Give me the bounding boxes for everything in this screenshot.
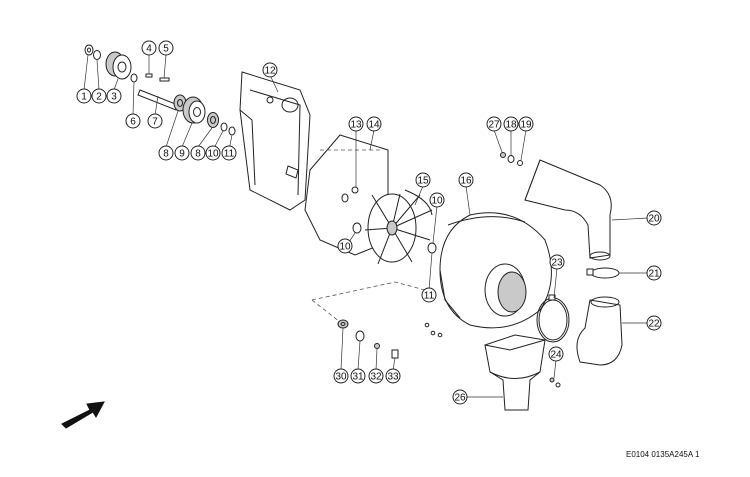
callout-8: 8 [158, 145, 174, 161]
callout-18: 18 [503, 116, 519, 132]
outlet-elbow-lower [576, 296, 623, 366]
callout-label: 8 [163, 149, 169, 160]
callout-26: 26 [452, 389, 468, 405]
callout-label: 9 [179, 149, 185, 160]
inlet-funnel [484, 334, 546, 411]
callout-label: 6 [130, 117, 136, 128]
callout-7: 7 [147, 113, 163, 129]
callout-label: 33 [387, 372, 399, 383]
callout-label: 8 [195, 149, 201, 160]
callout-label: 23 [551, 258, 563, 269]
callout-21: 21 [646, 265, 662, 281]
mounting-bracket [239, 71, 311, 211]
callout-label: 13 [350, 120, 362, 131]
callout-8: 8 [190, 145, 206, 161]
callout-23: 23 [549, 254, 565, 270]
callout-label: 14 [368, 120, 380, 131]
callout-label: 10 [339, 242, 351, 253]
callout-9: 9 [174, 145, 190, 161]
callout-label: 7 [152, 117, 158, 128]
callout-32: 32 [368, 368, 384, 384]
washer-10-right [427, 242, 437, 254]
assembly-line-hardware [311, 299, 341, 323]
callout-label: 10 [207, 149, 219, 160]
ring-clamp [536, 294, 570, 343]
callout-10: 10 [205, 145, 221, 161]
arrow-up-right-icon [61, 401, 105, 429]
callout-14: 14 [366, 116, 382, 132]
callout-5: 5 [158, 40, 174, 56]
callout-30: 30 [333, 368, 349, 384]
hose-clamp [586, 267, 620, 279]
document-code: E0104 0135A245A 1 [626, 450, 700, 459]
callout-label: 30 [335, 372, 347, 383]
callout-label: 12 [264, 66, 276, 77]
callout-33: 33 [385, 368, 401, 384]
callout-31: 31 [350, 368, 366, 384]
callout-3: 3 [106, 88, 122, 104]
callout-11: 11 [221, 145, 237, 161]
callout-label: 24 [550, 350, 562, 361]
impeller [364, 189, 433, 265]
callout-11: 11 [421, 287, 437, 303]
callout-label: 18 [505, 120, 517, 131]
callout-label: 10 [431, 196, 443, 207]
callout-label: 32 [370, 372, 382, 383]
callout-label: 20 [648, 214, 660, 225]
fan-housing [439, 212, 552, 329]
callout-label: 21 [648, 269, 660, 280]
callout-label: 3 [111, 92, 117, 103]
outlet-elbow-upper [524, 159, 612, 261]
callout-12: 12 [262, 62, 278, 78]
callout-10: 10 [337, 238, 353, 254]
callout-27: 27 [486, 116, 502, 132]
back-plate [304, 134, 389, 256]
drive-assembly [84, 44, 236, 136]
callout-label: 16 [460, 176, 472, 187]
callout-13: 13 [348, 116, 364, 132]
callout-10: 10 [429, 192, 445, 208]
housing-hardware [424, 322, 443, 338]
callout-label: 2 [96, 92, 102, 103]
assembly-line-lower [311, 281, 426, 301]
hardware-24 [549, 377, 561, 388]
callout-6: 6 [125, 113, 141, 129]
callout-label: 27 [488, 120, 500, 131]
callout-1: 1 [76, 88, 92, 104]
callout-22: 22 [646, 315, 662, 331]
callout-label: 31 [352, 372, 364, 383]
washer-10-left [352, 222, 362, 234]
callout-label: 22 [648, 319, 660, 330]
callout-4: 4 [141, 40, 157, 56]
callout-label: 15 [417, 176, 429, 187]
callout-label: 11 [424, 291, 435, 302]
callout-label: 4 [146, 44, 152, 55]
callout-19: 19 [518, 116, 534, 132]
callout-15: 15 [415, 172, 431, 188]
hardware-30-33 [337, 319, 399, 359]
callout-label: 5 [163, 44, 169, 55]
callout-label: 11 [224, 149, 235, 160]
callout-label: 1 [81, 92, 87, 103]
callout-16: 16 [458, 172, 474, 188]
small-hardware-27-19 [500, 152, 523, 166]
callout-label: 19 [520, 120, 532, 131]
callout-label: 26 [454, 393, 466, 404]
callout-2: 2 [91, 88, 107, 104]
callout-24: 24 [548, 346, 564, 362]
callout-20: 20 [646, 210, 662, 226]
